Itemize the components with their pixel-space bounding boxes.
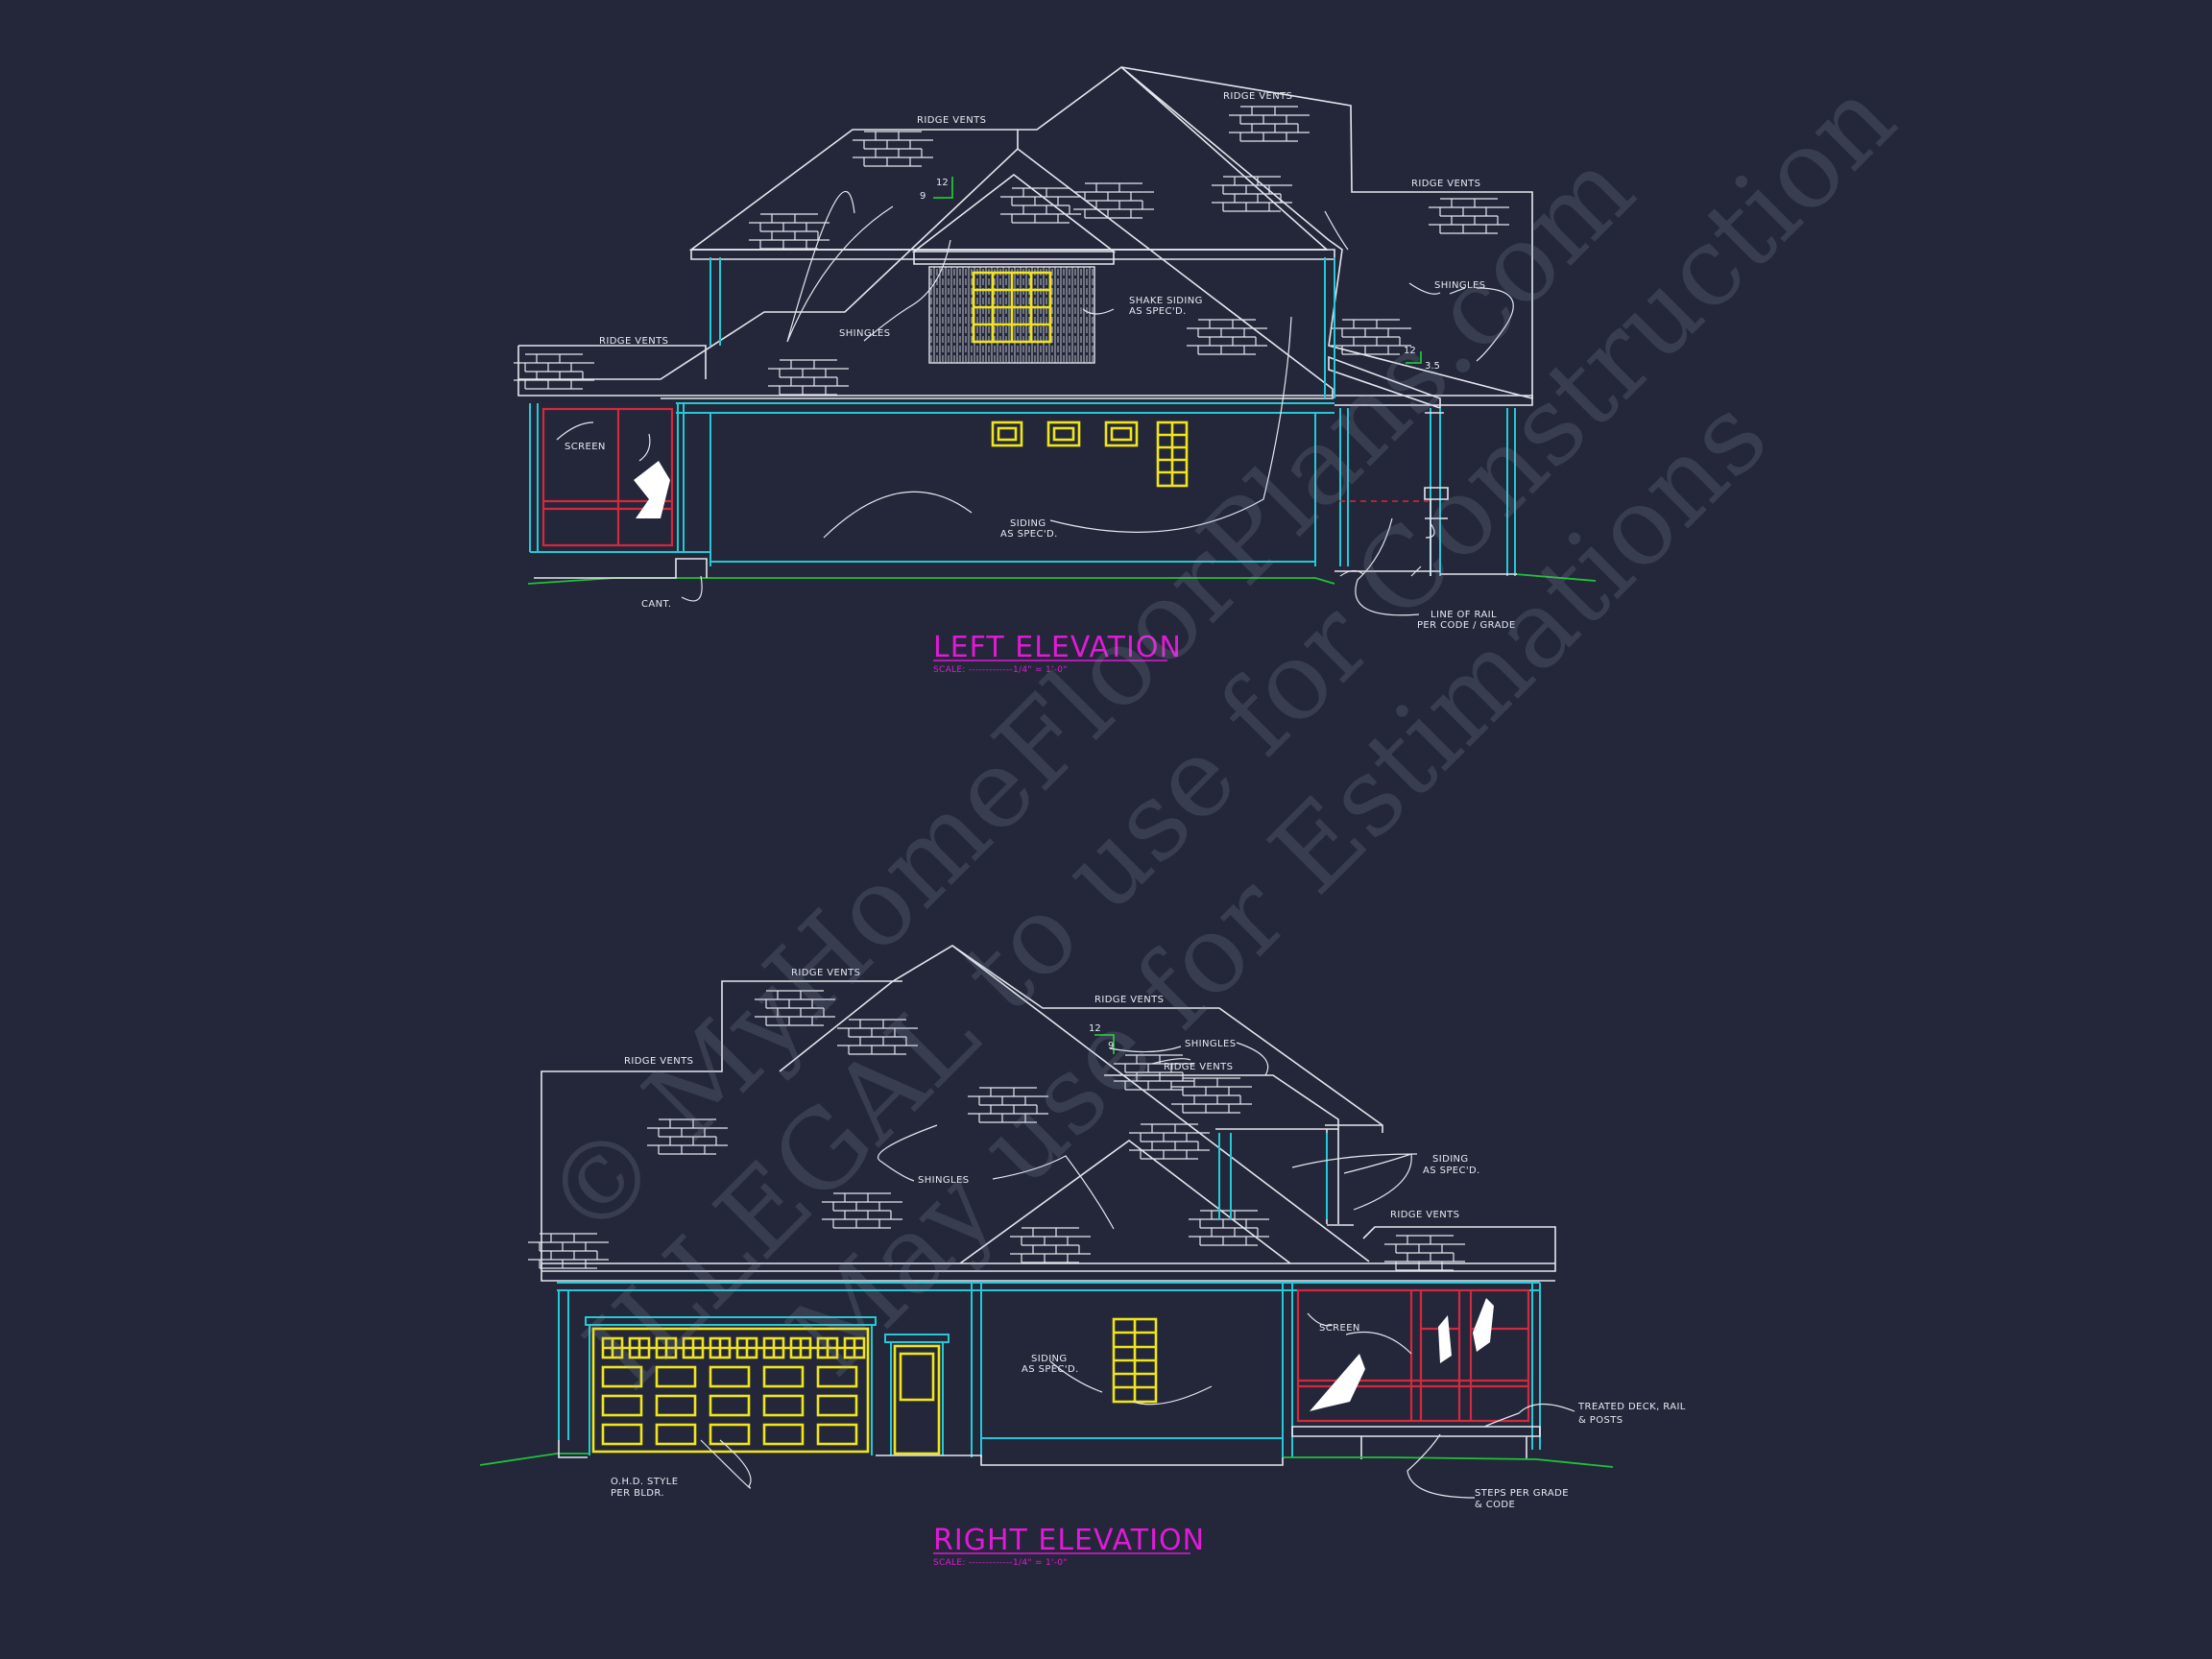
svg-text:RIDGE VENTS: RIDGE VENTS bbox=[1223, 91, 1292, 102]
svg-text:STEPS PER GRADE: STEPS PER GRADE bbox=[1475, 1488, 1569, 1499]
svg-text:3.5: 3.5 bbox=[1425, 361, 1440, 372]
svg-text:9: 9 bbox=[1108, 1041, 1114, 1051]
svg-text:SCREEN: SCREEN bbox=[1319, 1323, 1360, 1334]
svg-text:12: 12 bbox=[1089, 1023, 1101, 1034]
svg-text:& POSTS: & POSTS bbox=[1578, 1415, 1623, 1426]
svg-text:SCREEN: SCREEN bbox=[565, 442, 606, 452]
right-notes: RIDGE VENTS RIDGE VENTS RIDGE VENTS RIDG… bbox=[611, 968, 1686, 1510]
right-mid-roof bbox=[1104, 1074, 1339, 1130]
left-leaders bbox=[556, 191, 1514, 616]
svg-text:9: 9 bbox=[920, 191, 926, 202]
right-main-roof bbox=[541, 945, 1383, 1267]
right-front-gable bbox=[959, 1140, 1291, 1264]
svg-text:SHINGLES: SHINGLES bbox=[918, 1175, 969, 1186]
svg-text:RIDGE VENTS: RIDGE VENTS bbox=[791, 968, 860, 978]
svg-text:RIDGE VENTS: RIDGE VENTS bbox=[917, 115, 986, 126]
svg-text:AS SPEC'D.: AS SPEC'D. bbox=[1022, 1364, 1079, 1375]
right-walls bbox=[557, 1133, 1541, 1457]
right-pitch-marker: 12 9 bbox=[1089, 1023, 1115, 1054]
svg-text:SHAKE SIDING: SHAKE SIDING bbox=[1129, 296, 1203, 306]
right-elevation-scale: SCALE: -------------1/4" = 1'-0" bbox=[933, 1558, 1068, 1568]
right-leaders bbox=[700, 1042, 1575, 1499]
svg-text:SIDING: SIDING bbox=[1031, 1354, 1068, 1364]
svg-text:O.H.D. STYLE: O.H.D. STYLE bbox=[611, 1477, 678, 1487]
svg-text:TREATED DECK, RAIL: TREATED DECK, RAIL bbox=[1577, 1402, 1686, 1412]
svg-text:SIDING: SIDING bbox=[1432, 1154, 1469, 1165]
svg-text:PER BLDR.: PER BLDR. bbox=[611, 1488, 664, 1499]
right-screen-porch bbox=[1291, 1288, 1541, 1459]
svg-text:SHINGLES: SHINGLES bbox=[1434, 280, 1485, 291]
right-grade-line bbox=[479, 1453, 1614, 1468]
garage-door bbox=[585, 1316, 877, 1455]
left-small-windows bbox=[991, 421, 1189, 488]
svg-text:LINE OF RAIL: LINE OF RAIL bbox=[1431, 610, 1497, 620]
right-elevation: 12 9 RIDGE VENTS RIDGE VENTS RIDGE VENTS… bbox=[479, 945, 1686, 1568]
left-elevation-scale: SCALE: -------------1/4" = 1'-0" bbox=[933, 665, 1068, 675]
svg-text:SHINGLES: SHINGLES bbox=[1185, 1039, 1236, 1049]
svg-text:RIDGE VENTS: RIDGE VENTS bbox=[1390, 1210, 1459, 1220]
left-lower-wall bbox=[676, 402, 1334, 566]
left-lower-roof bbox=[517, 147, 1334, 399]
left-main-roof bbox=[688, 66, 1533, 400]
svg-text:SHINGLES: SHINGLES bbox=[839, 328, 890, 339]
side-door bbox=[884, 1334, 950, 1455]
left-dormer-roof bbox=[911, 173, 1117, 265]
left-pitch-marker: 12 9 12 3.5 bbox=[920, 177, 1440, 372]
svg-text:CANT.: CANT. bbox=[641, 599, 671, 610]
svg-text:RIDGE VENTS: RIDGE VENTS bbox=[1094, 995, 1164, 1005]
left-elevation: 12 9 12 3.5 RIDGE VENTS RIDGE VENTS RIDG… bbox=[513, 66, 1597, 675]
right-elevation-title: RIGHT ELEVATION bbox=[933, 1524, 1205, 1557]
svg-text:12: 12 bbox=[1404, 346, 1416, 356]
svg-text:RIDGE VENTS: RIDGE VENTS bbox=[1164, 1062, 1233, 1072]
svg-text:& CODE: & CODE bbox=[1475, 1500, 1515, 1510]
svg-text:12: 12 bbox=[936, 178, 949, 188]
left-grade-line bbox=[527, 573, 1597, 585]
svg-text:AS SPEC'D.: AS SPEC'D. bbox=[1000, 529, 1058, 540]
left-notes: RIDGE VENTS RIDGE VENTS RIDGE VENTS RIDG… bbox=[565, 91, 1516, 631]
right-window bbox=[1112, 1317, 1158, 1404]
left-screen-porch bbox=[529, 403, 710, 553]
svg-text:RIDGE VENTS: RIDGE VENTS bbox=[599, 336, 668, 347]
svg-text:RIDGE VENTS: RIDGE VENTS bbox=[1411, 179, 1480, 189]
svg-text:AS SPEC'D.: AS SPEC'D. bbox=[1423, 1166, 1480, 1176]
svg-text:SIDING: SIDING bbox=[1010, 518, 1046, 529]
svg-text:PER CODE / GRADE: PER CODE / GRADE bbox=[1417, 620, 1516, 631]
left-elevation-title: LEFT ELEVATION bbox=[933, 631, 1182, 664]
dormer-window bbox=[972, 271, 1052, 344]
svg-text:AS SPEC'D.: AS SPEC'D. bbox=[1129, 306, 1187, 317]
svg-text:RIDGE VENTS: RIDGE VENTS bbox=[624, 1056, 693, 1067]
left-upper-wall bbox=[709, 257, 1335, 398]
